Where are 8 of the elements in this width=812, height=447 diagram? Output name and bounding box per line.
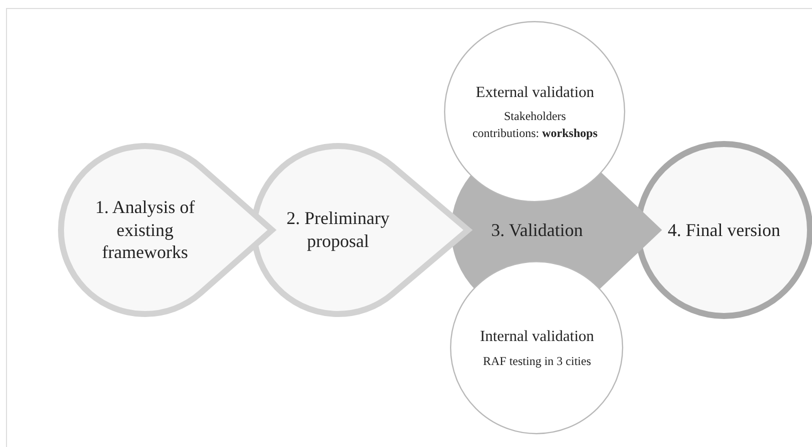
step-description: Stakeholders contributions: workshops bbox=[471, 108, 598, 141]
step-label: 3. Validation bbox=[491, 218, 583, 242]
step-label: Internal validation bbox=[480, 327, 594, 347]
step-label: 2. Preliminary proposal bbox=[286, 207, 390, 252]
step-label: External validation bbox=[476, 83, 594, 102]
step-label: 4. Final version bbox=[668, 218, 780, 242]
step-description: RAF testing in 3 cities bbox=[482, 352, 591, 369]
step-label: 1. Analysis of existing frameworks bbox=[94, 196, 196, 264]
